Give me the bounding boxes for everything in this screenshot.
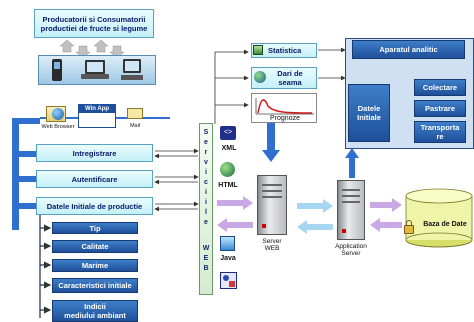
ws-letter: W [202, 245, 210, 252]
ws-letter: i [205, 199, 207, 206]
item-tip-label: Tip [89, 223, 101, 233]
web-server-line1: Server [262, 238, 282, 245]
web-browser-label: Web Browser [41, 124, 75, 130]
prognoze-curve [255, 98, 314, 115]
arrow-app-to-db [370, 198, 402, 212]
ws-letter: v [204, 159, 208, 166]
box-pastrare: Pastrare [414, 100, 466, 117]
win-app-client: Win App [78, 104, 116, 128]
item-calitate: Calitate [52, 240, 138, 253]
app-server-label: Application Server [326, 243, 376, 257]
prognoze-label: Prognoze [270, 115, 300, 122]
item-marime: Marime [52, 259, 138, 272]
lock-icon [404, 225, 414, 234]
app-server-icon [337, 180, 365, 240]
transport-line2: re [436, 132, 444, 141]
item-indicii-mediu: Indicii mediului ambiant [52, 300, 138, 322]
statistica-icon [253, 45, 263, 55]
mail-label: Mail [129, 123, 141, 129]
web-server-label: Server WEB [250, 238, 294, 252]
header-line2: productiei de fructe si legume [40, 23, 148, 33]
html-label: HTML [218, 182, 238, 189]
item-indicii-line1: Indicii [84, 302, 106, 311]
item-marime-label: Marime [81, 261, 109, 270]
header-line1: Producatorii si Consumatorii [42, 14, 146, 24]
ws-letter: E [203, 255, 209, 262]
ws-letter: e [204, 139, 208, 146]
box-dari-de-seama: Dari de seama [251, 67, 317, 89]
phone-icon [52, 59, 62, 81]
box-intregistrare: Intregistrare [36, 144, 153, 162]
box-intregistrare-label: Intregistrare [72, 148, 117, 158]
item-caracteristici-label: Caracteristici initiale [58, 281, 132, 290]
box-colectare: Colectare [414, 79, 466, 96]
laptop-icon [85, 60, 105, 74]
ws-letter: B [203, 265, 209, 272]
web-browser-client: Web Browser [38, 104, 76, 134]
analytic-datele-line1: Datele [357, 104, 381, 113]
item-caracteristici: Caracteristici initiale [52, 278, 138, 293]
left-trunk [12, 118, 19, 230]
dari-line2: seama [278, 78, 302, 87]
analytic-datele-line2: Initiale [357, 113, 381, 122]
box-autentificare: Autentificare [36, 170, 153, 188]
app-server-line1: Application [335, 243, 367, 250]
item-tip: Tip [52, 222, 138, 234]
arrow-web-to-app [297, 199, 333, 213]
ws-letter: i [205, 189, 207, 196]
xml-label: XML [221, 145, 237, 152]
box-datele-initiale-label: Datele Initiale de productie [46, 201, 143, 211]
component-icon [220, 272, 237, 289]
header-box: Producatorii si Consumatorii productiei … [34, 9, 154, 38]
ws-letter: S [203, 129, 209, 136]
pastrare-label: Pastrare [424, 104, 456, 113]
web-services-column: S e r v i c i i l e W E B [199, 123, 213, 295]
box-datele-initiale-analytic: Datele Initiale [348, 84, 390, 142]
ws-letter: i [205, 169, 207, 176]
mail-client: Mail [120, 106, 150, 132]
database-icon [405, 188, 473, 248]
box-statistica: Statistica [251, 43, 317, 58]
colectare-label: Colectare [422, 83, 458, 92]
item-calitate-label: Calitate [81, 242, 109, 251]
box-autentificare-label: Autentificare [71, 174, 118, 184]
item-indicii-line2: mediului ambiant [64, 311, 126, 320]
ws-letter: c [204, 179, 208, 186]
box-transportare: Transporta re [414, 121, 466, 143]
database-label: Baza de Date [423, 221, 467, 228]
envelope-icon [127, 108, 143, 119]
prognoze-chart: Prognoze [251, 93, 317, 123]
java-icon [220, 236, 235, 251]
xml-icon: <> [220, 126, 236, 140]
arrow-app-to-analytic [345, 148, 359, 178]
statistica-label: Statistica [268, 46, 302, 55]
ws-letter: l [205, 209, 207, 216]
transport-line1: Transporta [420, 123, 460, 132]
box-datele-initiale: Datele Initiale de productie [36, 197, 153, 215]
web-server-line2: WEB [264, 245, 280, 252]
arrow-services-to-server [217, 196, 253, 210]
analytic-title: Aparatul analitic [352, 40, 465, 59]
win-app-titlebar: Win App [79, 105, 115, 113]
java-label: Java [220, 255, 236, 262]
dari-line1: Dari de [277, 69, 303, 78]
web-server-icon [257, 175, 287, 235]
html-icon [220, 162, 235, 177]
devices-panel [38, 55, 156, 85]
analytic-title-label: Aparatul analitic [379, 45, 438, 54]
ws-letter: e [204, 219, 208, 226]
ws-letter: r [204, 149, 208, 156]
app-server-line2: Server [341, 250, 361, 257]
globe-icon [254, 71, 266, 83]
desktop-icon [123, 59, 141, 73]
